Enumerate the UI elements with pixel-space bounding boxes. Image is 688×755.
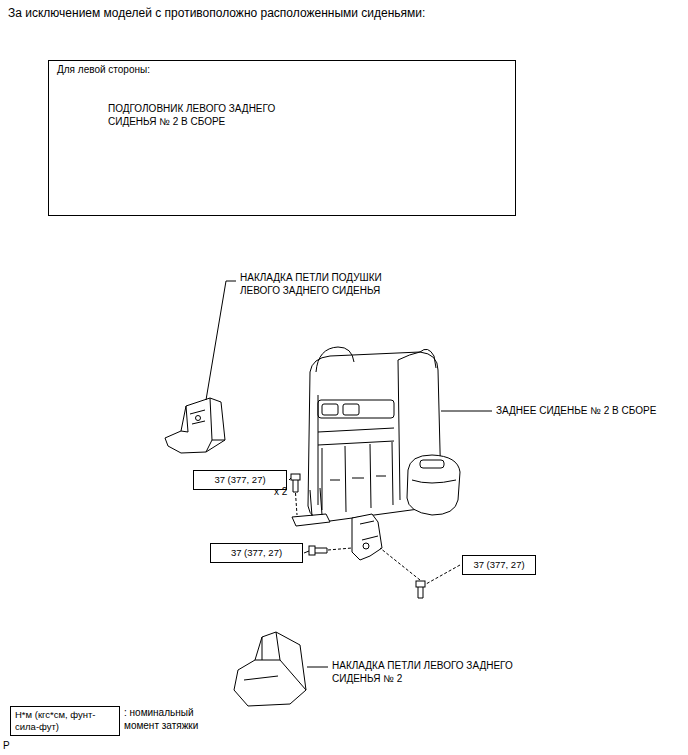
figure-code: P — [3, 740, 10, 753]
leader-line — [426, 565, 460, 584]
bolt — [380, 548, 425, 598]
box-text: Н*м (кгс*см, фунт-сила-фут) — [15, 709, 115, 733]
leader-line — [307, 667, 328, 668]
seat-assembly-drawing — [292, 347, 460, 560]
unit-note: : номинальный момент затяжки — [124, 707, 224, 732]
leader-line — [206, 281, 236, 400]
leader-line — [289, 478, 291, 480]
torque-box: 37 (377, 27) — [193, 470, 287, 490]
part-name: ПОДГОЛОВНИК ЛЕВОГО ЗАДНЕГО СИДЕНЬЯ № 2 В… — [108, 103, 300, 128]
bolt — [291, 474, 300, 515]
variant-box: Для левой стороны: — [48, 60, 516, 216]
torque-box: 37 (377, 27) — [210, 543, 303, 563]
hinge-cover-drawing — [234, 632, 306, 706]
box-text: Для левой стороны: — [57, 64, 507, 77]
page-heading: За исключением моделей с противоположно … — [8, 6, 425, 21]
box-text: 37 (377, 27) — [217, 547, 296, 559]
part-name: НАКЛАДКА ПЕТЛИ ЛЕВОГО ЗАДНЕГО СИДЕНЬЯ № … — [332, 660, 537, 685]
unit-box: Н*м (кгс*см, фунт-сила-фут) — [10, 706, 120, 736]
torque-box: 37 (377, 27) — [462, 555, 536, 575]
box-text: 37 (377, 27) — [200, 474, 280, 486]
leader-line — [441, 411, 492, 412]
part-name: НАКЛАДКА ПЕТЛИ ПОДУШКИ ЛЕВОГО ЗАДНЕГО СИ… — [240, 272, 408, 297]
part-name: ЗАДНЕЕ СИДЕНЬЕ № 2 В СБОРЕ — [496, 405, 656, 418]
leader-line — [304, 551, 309, 553]
box-text: 37 (377, 27) — [469, 559, 529, 571]
hinge-cover-drawing — [165, 398, 225, 453]
quantity-label: x 2 — [274, 486, 287, 499]
bolt — [309, 546, 352, 555]
